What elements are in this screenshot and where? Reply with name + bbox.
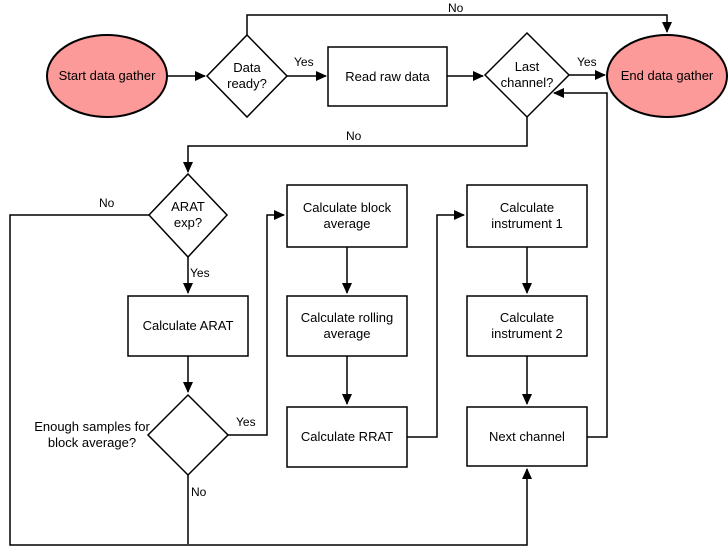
node-calculate-rolling-average-process bbox=[286, 295, 408, 357]
node-label-calculate-instrument-2: Calculate instrument 2 bbox=[491, 310, 563, 341]
node-label-start: Start data gather bbox=[58, 68, 156, 84]
node-next-channel-process bbox=[466, 406, 588, 467]
node-label-enough-samples: Enough samples for block average? bbox=[34, 419, 150, 450]
node-label-calculate-rolling-average: Calculate rolling average bbox=[300, 310, 394, 341]
node-label-end: End data gather bbox=[620, 68, 714, 84]
edge-label-enough-samples-yes: Yes bbox=[236, 415, 256, 429]
edge-label-last-channel-no: No bbox=[346, 129, 362, 143]
edge-enough-samples-yes-to-block-average bbox=[228, 210, 285, 436]
node-end-terminal bbox=[606, 34, 728, 118]
node-calculate-instrument-2-process bbox=[466, 295, 588, 357]
node-calculate-instrument-1-process bbox=[466, 184, 588, 248]
edge-rrat-to-instrument-1 bbox=[407, 210, 465, 438]
node-label-calculate-arat: Calculate ARAT bbox=[142, 318, 234, 334]
node-label-last-channel: Last channel? bbox=[500, 59, 554, 90]
edge-label-data-ready-yes: Yes bbox=[294, 55, 314, 69]
node-label-arat-exp: ARAT exp? bbox=[171, 199, 205, 230]
node-calculate-rrat-process bbox=[286, 406, 408, 468]
node-label-read-raw-data: Read raw data bbox=[345, 68, 430, 84]
edge-label-arat-exp-yes: Yes bbox=[190, 266, 210, 280]
edge-label-data-ready-no: No bbox=[448, 1, 464, 15]
node-label-calculate-rrat: Calculate RRAT bbox=[300, 429, 394, 445]
edge-label-last-channel-yes: Yes bbox=[577, 55, 597, 69]
node-label-next-channel: Next channel bbox=[489, 428, 565, 444]
edge-label-arat-exp-no: No bbox=[99, 196, 115, 210]
node-read-raw-data-process bbox=[327, 46, 448, 107]
edge-last-channel-no-to-arat-exp bbox=[183, 117, 528, 173]
node-label-data-ready: Data ready? bbox=[227, 60, 267, 91]
edge-data-ready-no-to-end bbox=[246, 14, 672, 35]
node-label-calculate-instrument-1: Calculate instrument 1 bbox=[491, 200, 563, 231]
node-label-calculate-block-average: Calculate block average bbox=[302, 200, 392, 231]
edge-arat-exp-no-to-next-channel bbox=[9, 214, 532, 546]
edge-next-channel-to-last-channel bbox=[553, 88, 608, 438]
edge-label-enough-samples-no: No bbox=[191, 485, 207, 499]
node-data-ready-decision bbox=[205, 33, 289, 119]
